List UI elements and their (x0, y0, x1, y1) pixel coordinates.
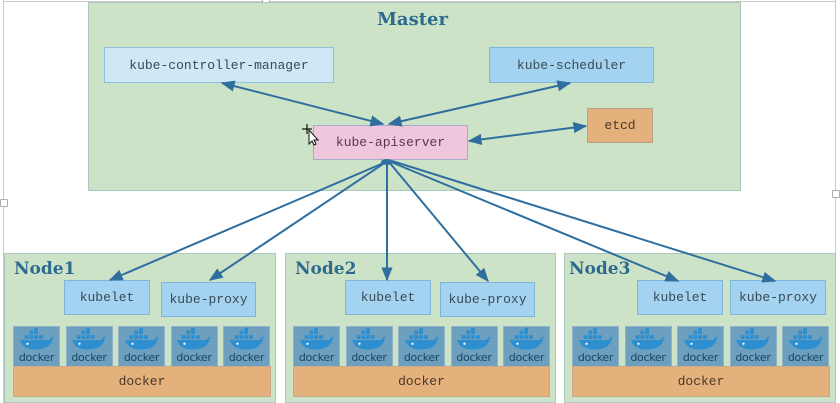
node2-container-1: docker (293, 326, 340, 367)
docker-whale-icon (19, 327, 54, 350)
arrow-apiserver-scheduler (387, 80, 572, 127)
kube-apiserver-box[interactable]: kube-apiserver (313, 125, 468, 160)
node3-container-5: docker (782, 326, 829, 367)
node3-container-3: docker (677, 326, 724, 367)
container-label: docker (176, 351, 212, 364)
arrow-node3-kubelet (390, 161, 680, 282)
node2-container-5: docker (503, 326, 550, 367)
node1-container-5: docker (223, 326, 270, 367)
kube-controller-manager-box[interactable]: kube-controller-manager (104, 47, 334, 83)
mouse-cursor-icon (302, 124, 320, 146)
node1-kube-proxy-box[interactable]: kube-proxy (161, 282, 256, 317)
node3-container-1: docker (572, 326, 619, 367)
node1-kubelet-box[interactable]: kubelet (64, 280, 150, 315)
node3-title: Node3 (569, 259, 631, 279)
kube-scheduler-box[interactable]: kube-scheduler (489, 47, 654, 83)
container-label: docker (123, 351, 160, 364)
docker-whale-icon (124, 327, 159, 350)
node1-container-2: docker (65, 326, 113, 367)
container-label: docker (351, 351, 387, 364)
node1-container-1: docker (13, 326, 60, 367)
arrow-node3-kube-proxy (391, 160, 777, 283)
node1-docker-runtime[interactable]: docker (13, 366, 271, 397)
node2-kubelet-box[interactable]: kubelet (345, 280, 431, 315)
resize-handle-left[interactable] (0, 199, 8, 207)
node3-container-4: docker (729, 326, 777, 367)
node2-container-2: docker (345, 326, 393, 367)
arrow-apiserver-etcd (467, 122, 588, 145)
node3-docker-runtime[interactable]: docker (572, 366, 830, 397)
container-label: docker (682, 351, 719, 364)
arrow-node1-kube-proxy (208, 161, 387, 281)
docker-whale-icon (229, 327, 264, 350)
container-label: docker (456, 351, 492, 364)
selection-frame-right (835, 0, 836, 403)
arrow-apiserver-controller-manager (220, 80, 385, 127)
docker-whale-icon (630, 327, 666, 350)
docker-whale-icon (351, 327, 387, 350)
selection-frame-top (3, 1, 836, 2)
docker-whale-icon (456, 327, 492, 350)
docker-whale-icon (299, 327, 334, 350)
docker-whale-icon (404, 327, 439, 350)
container-label: docker (228, 351, 265, 364)
node3-kube-proxy-box[interactable]: kube-proxy (730, 280, 826, 315)
node2-title: Node2 (295, 259, 357, 279)
master-title: Master (377, 9, 448, 30)
container-label: docker (298, 351, 335, 364)
container-label: docker (787, 351, 824, 364)
node2-kube-proxy-box[interactable]: kube-proxy (440, 282, 535, 317)
arrow-node1-kubelet (108, 161, 387, 281)
etcd-box[interactable]: etcd (587, 108, 653, 143)
docker-whale-icon (578, 327, 613, 350)
container-label: docker (508, 351, 545, 364)
node3-kubelet-box[interactable]: kubelet (637, 280, 723, 315)
docker-whale-icon (509, 327, 544, 350)
docker-whale-icon (788, 327, 823, 350)
docker-whale-icon (71, 327, 107, 350)
node3-container-2: docker (624, 326, 672, 367)
docker-whale-icon (176, 327, 212, 350)
node1-container-3: docker (118, 326, 165, 367)
arrow-node2-kube-proxy (388, 161, 489, 283)
container-label: docker (18, 351, 55, 364)
container-label: docker (735, 351, 771, 364)
docker-whale-icon (683, 327, 718, 350)
apiserver-arrow-hub (381, 159, 393, 165)
container-label: docker (71, 351, 107, 364)
container-label: docker (403, 351, 440, 364)
container-label: docker (577, 351, 614, 364)
node1-title: Node1 (14, 259, 76, 279)
container-label: docker (630, 351, 666, 364)
node2-container-4: docker (450, 326, 498, 367)
docker-whale-icon (735, 327, 771, 350)
node1-container-4: docker (170, 326, 218, 367)
node2-docker-runtime[interactable]: docker (293, 366, 550, 397)
